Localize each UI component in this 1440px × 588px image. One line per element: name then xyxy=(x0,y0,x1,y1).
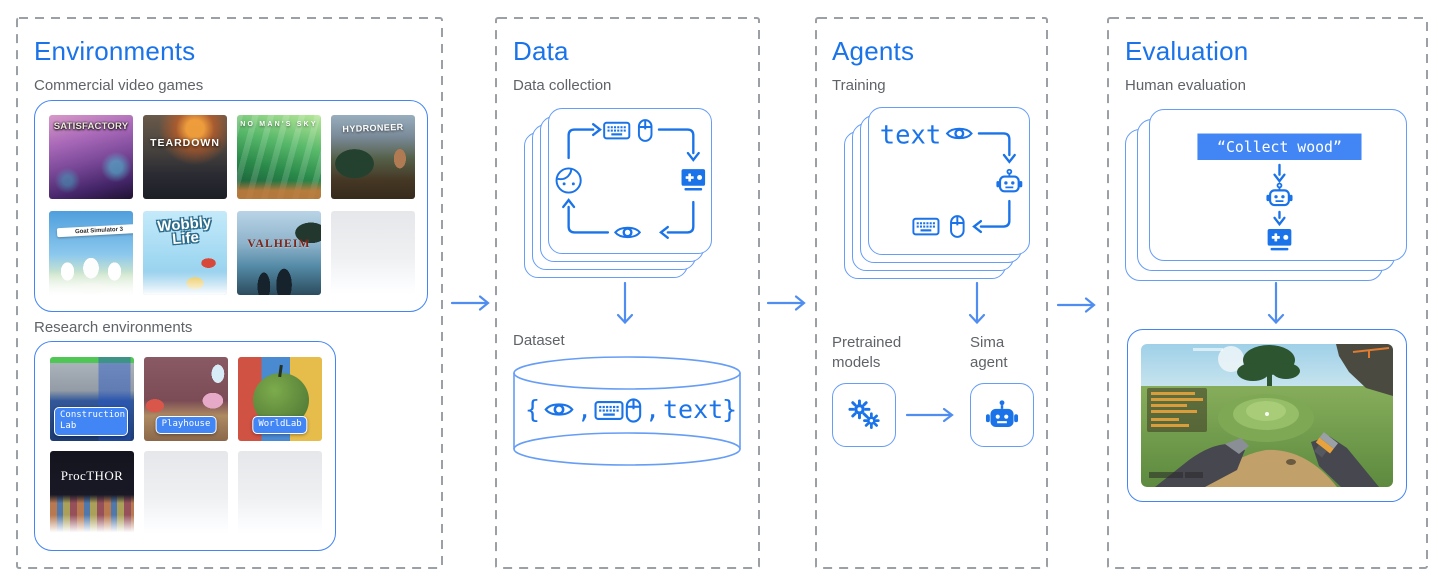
training-text-input: text xyxy=(880,120,941,150)
construction-lab-label: Construction Lab xyxy=(54,406,128,436)
goat-simulator-label: Goat Simulator 3 xyxy=(57,223,133,238)
thumbnail-procthor: ProcTHOR xyxy=(50,451,134,535)
game-screenshot xyxy=(1141,344,1393,487)
arrow-pretrained-to-sima xyxy=(905,407,954,423)
thumbnail-goat-simulator-3: Goat Simulator 3 xyxy=(49,211,133,295)
dataset-label: Dataset xyxy=(513,332,565,349)
keyboard-icon xyxy=(603,121,631,140)
dataset-expr-comma2: , xyxy=(645,395,660,424)
data-title: Data xyxy=(513,36,569,66)
dataset-expr-open: { xyxy=(525,395,540,424)
environments-panel-border xyxy=(16,17,443,569)
thumbnail-no-mans-sky: NO MAN'S SKY xyxy=(237,115,321,199)
flow-arrow-agents-to-evaluation xyxy=(1056,297,1096,313)
pretrained-models-label: Pretrained models xyxy=(832,334,902,371)
mouse-icon xyxy=(625,398,642,423)
worldlab-label: WorldLab xyxy=(252,416,308,434)
flow-arrow-data-to-agents xyxy=(766,295,806,311)
playhouse-label: Playhouse xyxy=(155,416,217,434)
training-cycle: text xyxy=(880,120,1024,238)
mouse-icon xyxy=(637,119,653,142)
moon xyxy=(1218,346,1244,372)
thumbnail-playhouse: Playhouse xyxy=(144,357,228,441)
thumbnail-wobbly-life: Wobbly Life xyxy=(143,211,227,295)
instruction-box xyxy=(1197,133,1362,160)
hotbar xyxy=(1149,472,1203,478)
sima-agent-box xyxy=(970,383,1034,447)
environments-title: Environments xyxy=(34,36,196,66)
agents-title: Agents xyxy=(832,36,915,66)
thumbnail-construction-lab: Construction Lab xyxy=(50,357,134,441)
game-screenshot-frame xyxy=(1127,329,1407,502)
hud-text-lines xyxy=(1151,392,1203,427)
thumbnail-satisfactory: SATISFACTORY xyxy=(49,115,133,199)
valheim-silhouettes xyxy=(237,211,321,295)
game-console-icon xyxy=(1267,229,1292,251)
person-icon xyxy=(555,167,582,194)
tree xyxy=(1237,345,1300,386)
evaluation-panel-border xyxy=(1107,17,1428,569)
thumbnail-teardown: TEARDOWN xyxy=(143,115,227,199)
robot-icon xyxy=(1265,182,1294,207)
crosshair xyxy=(1265,412,1269,416)
thumbnail-empty xyxy=(238,451,322,535)
data-panel-border xyxy=(495,17,760,569)
arrow-collection-to-dataset xyxy=(616,281,634,325)
thumbnail-hydroneer: HYDRONEER xyxy=(331,115,415,199)
sima-agent-label: Sima agent xyxy=(970,334,1008,371)
instruction-text: “Collect wood” xyxy=(1217,139,1342,156)
eye-icon xyxy=(945,127,973,140)
evaluation-flow: “Collect wood” xyxy=(1197,133,1362,251)
tool xyxy=(1314,432,1339,458)
commercial-games-subtitle: Commercial video games xyxy=(34,77,204,94)
satisfactory-label: SATISFACTORY xyxy=(53,120,129,132)
training-subtitle: Training xyxy=(832,77,886,94)
evaluation-title: Evaluation xyxy=(1125,36,1249,66)
valheim-label: VALHEIM xyxy=(247,237,311,250)
data-collection-cycle xyxy=(555,119,706,239)
goat-shapes xyxy=(49,211,133,295)
thumbnail-empty xyxy=(144,451,228,535)
teardown-label: TEARDOWN xyxy=(150,136,220,149)
keyboard-icon xyxy=(594,401,624,420)
data-collection-subtitle: Data collection xyxy=(513,77,612,94)
arrow-eval-to-screenshot xyxy=(1267,281,1285,325)
gears-icon xyxy=(848,399,880,430)
crane xyxy=(1352,347,1390,358)
thumbnail-worldlab: WorldLab xyxy=(238,357,322,441)
agents-panel-border xyxy=(815,17,1048,569)
thumbnail-valheim: VALHEIM xyxy=(237,211,321,295)
procthor-label: ProcTHOR xyxy=(60,467,124,483)
eye-icon xyxy=(614,226,641,239)
arrow-training-to-sima xyxy=(968,281,986,325)
data-collection-card xyxy=(548,108,712,254)
keyboard-icon xyxy=(912,217,940,236)
pretrained-models-box xyxy=(832,383,896,447)
hydroneer-label: HYDRONEER xyxy=(342,121,404,134)
wobbly-life-label: Wobbly Life xyxy=(156,213,212,249)
evaluation-card: “Collect wood” xyxy=(1149,109,1407,261)
thumbnail-empty xyxy=(331,211,415,295)
game-console-icon xyxy=(681,169,706,191)
dataset-expr-comma1: , xyxy=(577,395,592,424)
training-card: text xyxy=(868,107,1030,255)
sand-path xyxy=(1203,449,1337,487)
robot-icon xyxy=(985,398,1019,428)
cliff xyxy=(1336,344,1393,396)
human-evaluation-subtitle: Human evaluation xyxy=(1125,77,1246,94)
robot-icon xyxy=(995,168,1024,193)
flow-arrow-env-to-data xyxy=(450,295,490,311)
commercial-games-box: SATISFACTORY TEARDOWN NO MAN'S SKY HYDRO… xyxy=(34,100,428,312)
dataset-cylinder: { , , text } xyxy=(513,356,741,466)
eye-icon xyxy=(544,403,574,416)
dataset-expr-text: text xyxy=(663,395,723,424)
mouse-icon xyxy=(950,215,965,238)
game-scene xyxy=(1141,344,1393,487)
research-environments-box: Construction Lab Playhouse WorldLab Proc… xyxy=(34,341,336,551)
research-environments-subtitle: Research environments xyxy=(34,319,193,336)
dataset-expr-close: } xyxy=(722,395,737,424)
no-mans-sky-label: NO MAN'S SKY xyxy=(240,120,318,128)
